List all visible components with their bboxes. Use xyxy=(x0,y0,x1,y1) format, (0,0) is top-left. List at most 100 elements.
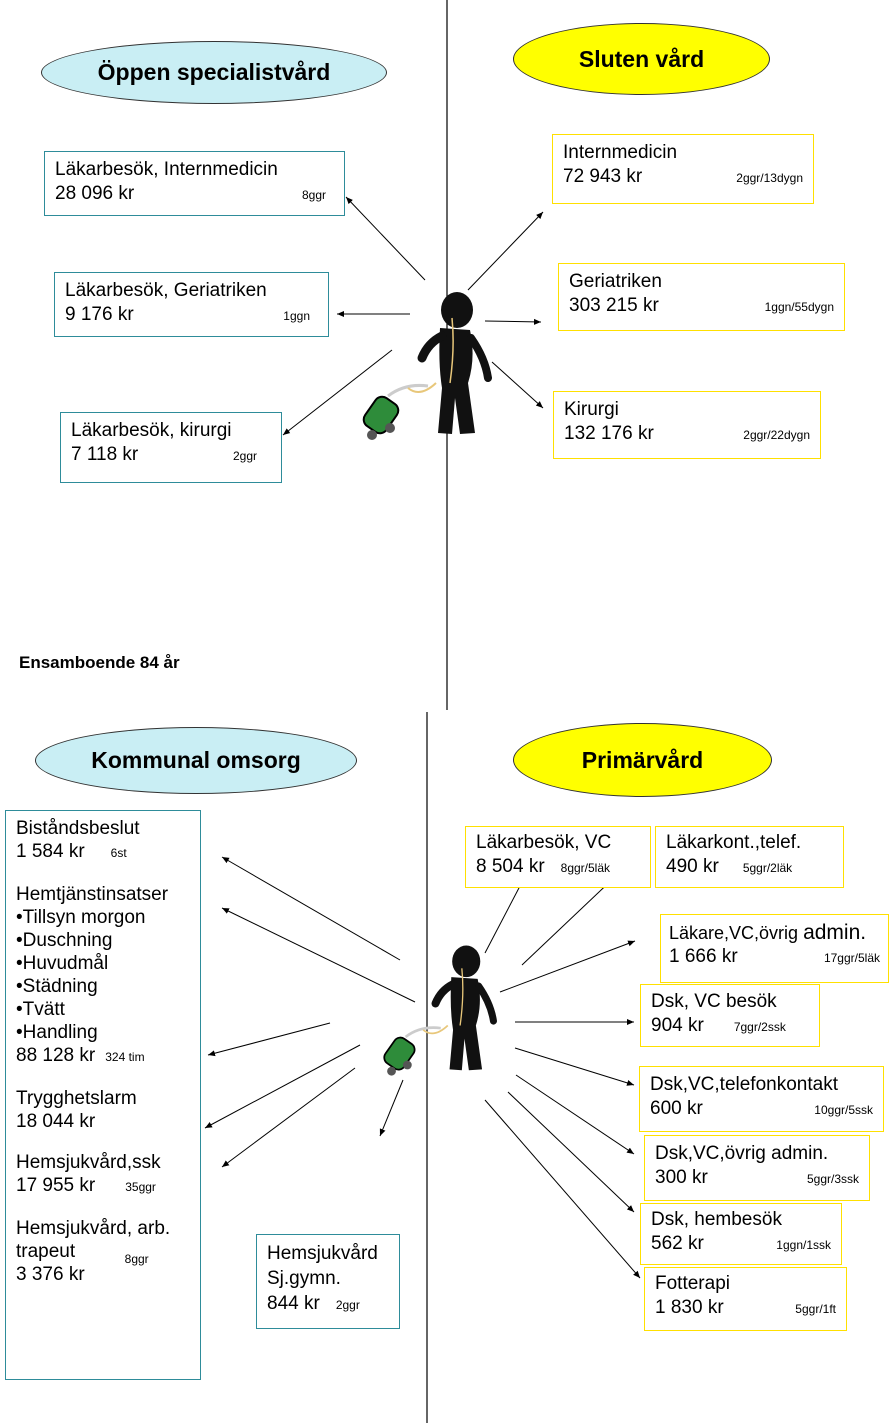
arb-amount: 3 376 kr xyxy=(16,1264,85,1285)
box-note: 1ggn xyxy=(283,309,310,323)
primary-care-title: Primärvård xyxy=(581,746,704,773)
box-label: Dsk, VC besök xyxy=(651,991,777,1012)
box-lakarkont-telef: Läkarkont.,telef. 490 kr 5ggr/2läk xyxy=(655,826,844,888)
gym-label-2: Sj.gymn. xyxy=(267,1268,341,1289)
box-dsk-vc-admin: Dsk,VC,övrig admin. 300 kr 5ggr/3ssk xyxy=(644,1135,870,1201)
arrow-internmedicin-open xyxy=(345,196,426,281)
inpatient-care-ellipse: Sluten vård xyxy=(513,23,770,95)
box-kirurgi-open: Läkarbesök, kirurgi 7 118 kr 2ggr xyxy=(60,412,282,483)
hemtjanst-amount: 88 128 kr xyxy=(16,1045,96,1066)
arb-label-cont: trapeut xyxy=(16,1241,76,1262)
box-lakare-vc-ovrig-admin-box: Läkare,VC,övrig admin. 1 666 kr 17ggr/5l… xyxy=(660,914,889,983)
box-label: Läkarbesök, Geriatriken xyxy=(65,280,267,301)
hemtjanst-item: •Tillsyn morgon xyxy=(16,907,146,928)
hemtjanst-item: •Handling xyxy=(16,1022,98,1043)
box-amount: 303 215 kr xyxy=(569,295,659,316)
box-amount: 904 kr xyxy=(651,1015,704,1036)
gym-note: 2ggr xyxy=(335,1298,360,1312)
bistand-label: Biståndsbeslut xyxy=(16,818,140,839)
open-specialist-care-ellipse: Öppen specialistvård xyxy=(41,41,387,104)
box-geriatriken-open: Läkarbesök, Geriatriken 9 176 kr 1ggn xyxy=(54,272,329,337)
arrow-dsk-hembesok xyxy=(507,1091,635,1213)
box-label: Läkare,VC,övrig admin. xyxy=(669,921,867,944)
hemtjanst-note: 324 tim xyxy=(105,1050,145,1064)
arrow-lakare-admin xyxy=(499,940,636,993)
arrow-kirurgi-closed xyxy=(491,361,544,409)
gym-amount: 844 kr xyxy=(267,1293,320,1314)
larm-label: Trygghetslarm xyxy=(16,1088,137,1109)
box-note: 2ggr/13dygn xyxy=(736,171,803,185)
arb-note: 8ggr xyxy=(124,1252,149,1266)
box-note: 5ggr/2läk xyxy=(742,861,793,875)
box-label: Dsk, hembesök xyxy=(651,1209,782,1230)
box-note: 8ggr xyxy=(301,188,326,202)
box-amount: 600 kr xyxy=(650,1098,703,1119)
box-amount: 132 176 kr xyxy=(564,423,654,444)
box-label: Läkarbesök, VC xyxy=(476,832,612,853)
box-kirurgi-closed: Kirurgi 132 176 kr 2ggr/22dygn xyxy=(553,391,821,459)
arrow-hemtjanst xyxy=(221,907,416,1003)
inpatient-care-title: Sluten vård xyxy=(578,45,705,72)
box-note: 2ggr/22dygn xyxy=(743,428,810,442)
box-note: 7ggr/2ssk xyxy=(733,1020,786,1034)
hemtjanst-item: •Städning xyxy=(16,976,98,997)
box-label: Dsk,VC,övrig admin. xyxy=(655,1143,829,1164)
arrow-dsk-telefon xyxy=(514,1047,635,1086)
arrow-ssk xyxy=(204,1044,361,1129)
arrow-fotterapi xyxy=(484,1099,641,1279)
box-amount: 8 504 kr xyxy=(476,856,545,877)
box-amount: 7 118 kr xyxy=(71,444,139,465)
box-note: 1ggn/1ssk xyxy=(776,1238,831,1252)
box-amount: 1 666 kr xyxy=(669,946,738,967)
gym-label: Hemsjukvård xyxy=(267,1243,378,1264)
elderly-person-with-oxygen-icon xyxy=(362,292,492,440)
hemtjanst-item: •Huvudmål xyxy=(16,953,109,974)
arrow-bistand xyxy=(221,856,401,961)
box-amount: 300 kr xyxy=(655,1167,708,1188)
box-label: Kirurgi xyxy=(564,399,619,420)
patient-caption: Ensamboende 84 år xyxy=(19,653,180,672)
municipal-care-title: Kommunal omsorg xyxy=(91,747,301,773)
box-note: 5ggr/3ssk xyxy=(806,1172,859,1186)
bistand-amount: 1 584 kr xyxy=(16,841,85,862)
box-amount: 1 830 kr xyxy=(655,1297,724,1318)
box-label: Dsk,VC,telefonkontakt xyxy=(650,1074,838,1095)
primary-care-ellipse: Primärvård xyxy=(513,723,772,797)
arrow-arb xyxy=(221,1067,356,1168)
box-dsk-vc-besok: Dsk, VC besök 904 kr 7ggr/2ssk xyxy=(640,984,820,1047)
box-municipal-services: Biståndsbeslut 1 584 kr 6st Hemtjänstins… xyxy=(5,810,201,1380)
hemtjanst-item: •Duschning xyxy=(16,930,113,951)
arrow-internmedicin-closed xyxy=(467,211,544,291)
box-internmedicin-closed: Internmedicin 72 943 kr 2ggr/13dygn xyxy=(552,134,814,204)
box-label: Läkarkont.,telef. xyxy=(666,832,802,853)
box-amount: 562 kr xyxy=(651,1233,704,1254)
arb-label: Hemsjukvård, arb. xyxy=(16,1218,171,1239)
hemtjanst-label: Hemtjänstinsatser xyxy=(16,884,169,905)
box-label: Internmedicin xyxy=(563,142,678,163)
elderly-person-with-oxygen-icon-bottom xyxy=(383,945,497,1076)
box-label: Fotterapi xyxy=(655,1273,730,1294)
box-amount: 490 kr xyxy=(666,856,719,877)
arrow-lakarkont xyxy=(521,873,619,966)
box-amount: 72 943 kr xyxy=(563,166,643,187)
box-note: 10ggr/5ssk xyxy=(814,1103,873,1117)
box-internmedicin-open: Läkarbesök, Internmedicin 28 096 kr 8ggr xyxy=(44,151,345,216)
larm-amount: 18 044 kr xyxy=(16,1111,96,1132)
box-dsk-vc-telefon: Dsk,VC,telefonkontakt 600 kr 10ggr/5ssk xyxy=(639,1066,884,1132)
hemtjanst-item: •Tvätt xyxy=(16,999,65,1020)
ssk-label: Hemsjukvård,ssk xyxy=(16,1152,161,1173)
open-specialist-care-title: Öppen specialistvård xyxy=(97,59,331,85)
box-lakarbesok-vc: Läkarbesök, VC 8 504 kr 8ggr/5läk xyxy=(465,826,651,888)
box-note: 8ggr/5läk xyxy=(560,861,611,875)
box-amount: 28 096 kr xyxy=(55,183,135,204)
arrow-gym xyxy=(379,1079,404,1137)
ssk-amount: 17 955 kr xyxy=(16,1175,96,1196)
box-label: Geriatriken xyxy=(569,271,662,292)
ssk-note: 35ggr xyxy=(125,1180,156,1194)
arrow-dsk-admin xyxy=(515,1074,635,1155)
box-label: Läkarbesök, kirurgi xyxy=(71,420,232,441)
box-geriatriken-closed: Geriatriken 303 215 kr 1ggn/55dygn xyxy=(558,263,845,331)
box-sjukgymnast: Hemsjukvård Sj.gymn. 844 kr 2ggr xyxy=(256,1234,400,1329)
arrow-larm xyxy=(207,1022,331,1057)
